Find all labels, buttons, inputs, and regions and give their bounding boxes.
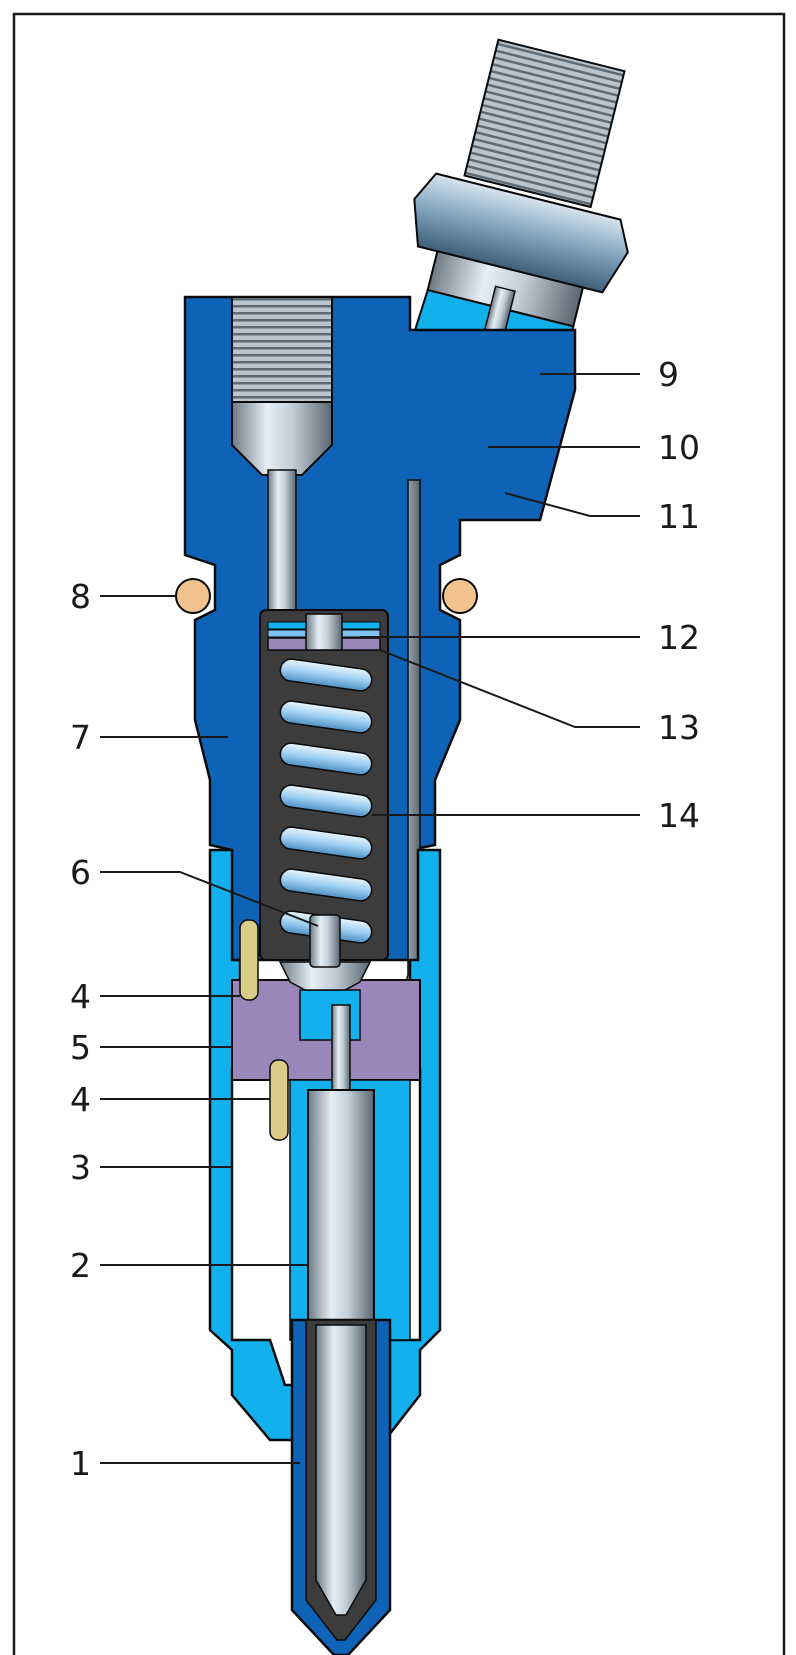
callout-14: 14 xyxy=(658,796,700,835)
inlet-thread xyxy=(463,38,626,209)
hex-nut xyxy=(413,172,629,294)
callout-5: 5 xyxy=(70,1028,91,1067)
callout-12: 12 xyxy=(658,618,700,657)
thrust-pin xyxy=(309,914,341,968)
callout-4-lower: 4 xyxy=(70,1080,91,1119)
leak-off-port-thread xyxy=(231,296,333,403)
leak-off-bore xyxy=(267,469,297,611)
nozzle-needle xyxy=(307,1089,375,1326)
thrust-pin-seat xyxy=(278,961,372,991)
callout-1: 1 xyxy=(70,1444,91,1483)
locating-pin-lower xyxy=(269,1059,289,1141)
callout-4-upper: 4 xyxy=(70,977,91,1016)
leader-11 xyxy=(504,492,640,517)
o-ring-right xyxy=(442,578,478,614)
leader-13 xyxy=(379,649,640,728)
callout-10: 10 xyxy=(658,428,700,467)
callout-6: 6 xyxy=(70,853,91,892)
callout-2: 2 xyxy=(70,1246,91,1285)
callout-8: 8 xyxy=(70,577,91,616)
callout-13: 13 xyxy=(658,708,700,747)
callout-11: 11 xyxy=(658,497,700,536)
spring-chamber xyxy=(259,609,389,961)
disc-pressure-chamber xyxy=(299,989,361,1041)
callout-3: 3 xyxy=(70,1148,91,1187)
needle-stem xyxy=(331,1004,351,1096)
spring-retainer xyxy=(305,613,343,651)
compression-spring xyxy=(279,658,373,944)
locating-pin-upper xyxy=(239,919,259,1001)
o-ring-left xyxy=(175,578,211,614)
leader-6 xyxy=(100,871,319,927)
leak-off-port-cone xyxy=(231,401,333,476)
needle-tip xyxy=(315,1324,367,1616)
callout-labels: 9 10 11 12 13 14 8 7 6 4 5 4 3 2 1 xyxy=(70,355,700,1483)
callout-7: 7 xyxy=(70,718,91,757)
leader-lines xyxy=(100,373,640,1464)
callout-9: 9 xyxy=(658,355,679,394)
